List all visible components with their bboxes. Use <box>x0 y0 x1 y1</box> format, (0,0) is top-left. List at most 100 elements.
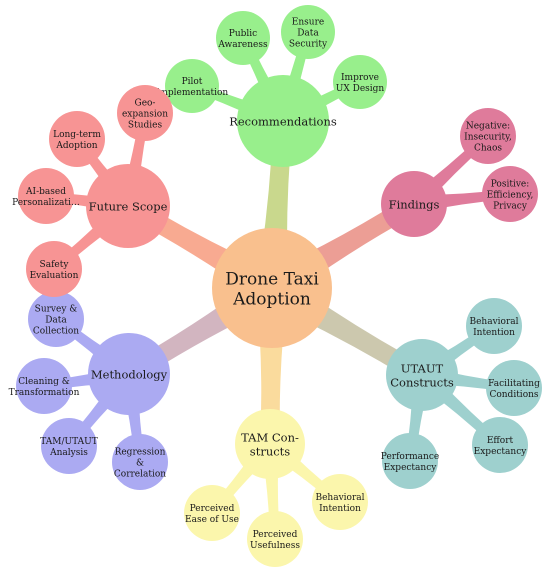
leaf-label-pilot-implementation-line: Implementation <box>156 88 229 98</box>
leaf-node-behavioral-intention-tam <box>312 474 368 530</box>
leaf-label-improve-ux-design-line: UX Design <box>336 84 385 94</box>
leaf-label-effort-expectancy-line: Effort <box>487 436 514 446</box>
leaf-label-effort-expectancy-line: Expectancy <box>474 447 528 457</box>
leaf-node-positive <box>482 166 538 222</box>
leaf-label-facilitating-conditions-line: Facilitating <box>488 379 540 389</box>
leaf-label-ai-based-personalization-line: Personalizati… <box>12 198 80 208</box>
branch-label-methodology-line: Methodology <box>91 368 168 382</box>
leaf-label-tam-utaut-analysis-line: TAM/UTAUT <box>40 437 97 447</box>
leaf-label-regression-correlation-line: Regression <box>115 448 166 458</box>
branch-label-findings-line: Findings <box>389 198 440 212</box>
leaf-label-survey-data-collection-line: Survey & <box>35 305 78 315</box>
leaf-node-geo-expansion-studies <box>117 85 173 141</box>
branch-label-recommendations: Recommendations <box>229 115 337 129</box>
leaf-label-safety-evaluation-line: Safety <box>40 260 70 270</box>
leaf-node-public-awareness <box>216 11 270 65</box>
branch-label-utaut-constructs-line: Constructs <box>390 376 454 390</box>
leaf-label-perceived-usefulness-line: Usefulness <box>250 541 300 551</box>
leaf-label-ensure-data-security-line: Data <box>297 29 319 39</box>
branch-label-utaut-constructs-line: UTAUT <box>401 362 444 376</box>
leaf-label-positive-line: Positive: <box>491 180 530 190</box>
leaf-node-facilitating-conditions <box>486 360 542 416</box>
leaf-label-public-awareness-line: Public <box>229 29 257 39</box>
branch-label-future-scope-line: Future Scope <box>89 200 168 214</box>
leaf-label-positive-line: Efficiency, <box>487 191 534 201</box>
leaf-node-effort-expectancy <box>472 417 528 473</box>
leaf-label-behavioral-intention-tam-line: Intention <box>319 504 361 514</box>
leaf-label-improve-ux-design-line: Improve <box>341 73 379 83</box>
leaf-node-tam-utaut-analysis <box>41 418 97 474</box>
branch-node-findings <box>381 171 447 237</box>
leaf-label-regression-correlation-line: Correlation <box>114 470 166 480</box>
leaf-label-survey-data-collection-line: Collection <box>33 327 79 337</box>
leaf-label-behavioral-intention-tam-line: Behavioral <box>315 493 364 503</box>
leaf-label-behavioral-intention-utaut-line: Intention <box>473 328 515 338</box>
leaf-label-negative-line: Insecurity, <box>464 133 512 143</box>
leaf-label-positive-line: Privacy <box>493 202 528 212</box>
leaf-label-regression-correlation: Regression&Correlation <box>114 448 166 480</box>
leaf-node-ensure-data-security <box>281 5 335 59</box>
leaf-node-pilot-implementation <box>165 59 219 113</box>
branch-label-tam-constructs-line: structs <box>250 445 290 459</box>
leaf-label-pilot-implementation-line: Pilot <box>182 77 203 87</box>
leaf-label-behavioral-intention-utaut-line: Behavioral <box>469 317 518 327</box>
leaf-label-survey-data-collection-line: Data <box>45 316 67 326</box>
leaf-node-perceived-ease-of-use <box>184 485 240 541</box>
leaf-label-long-term-adoption-line: Adoption <box>55 141 97 151</box>
branch-label-findings: Findings <box>389 198 440 212</box>
leaf-label-geo-expansion-studies-line: expansion <box>122 110 168 120</box>
leaf-label-geo-expansion-studies-line: Studies <box>128 121 163 131</box>
leaf-label-performance-expectancy-line: Expectancy <box>384 463 438 473</box>
central-node <box>212 228 332 348</box>
leaf-node-long-term-adoption <box>49 111 105 167</box>
leaf-node-behavioral-intention-utaut <box>466 298 522 354</box>
leaf-node-regression-correlation <box>112 434 168 490</box>
branch-node-recommendations <box>237 75 329 167</box>
leaf-node-improve-ux-design <box>333 55 387 109</box>
leaf-label-negative: Negative:Insecurity,Chaos <box>464 122 512 154</box>
leaf-label-perceived-usefulness-line: Perceived <box>253 530 298 540</box>
central-node-label-line: Adoption <box>232 290 311 310</box>
leaf-label-public-awareness-line: Awareness <box>217 40 268 50</box>
branch-node-tam-constructs <box>235 409 305 479</box>
leaf-label-ai-based-personalization-line: AI-based <box>25 187 66 197</box>
central-node-label-line: Drone Taxi <box>225 270 319 290</box>
leaf-node-negative <box>460 108 516 164</box>
branch-label-methodology: Methodology <box>91 368 168 382</box>
leaf-label-perceived-ease-of-use-line: Ease of Use <box>185 515 239 525</box>
branch-label-tam-constructs-line: TAM Con- <box>241 431 299 445</box>
leaf-node-safety-evaluation <box>26 241 82 297</box>
leaf-label-negative-line: Chaos <box>474 144 502 154</box>
branch-node-utaut-constructs <box>386 339 458 411</box>
leaf-node-survey-data-collection <box>28 291 84 347</box>
leaf-label-negative-line: Negative: <box>466 122 510 132</box>
branch-node-methodology <box>88 333 170 415</box>
leaf-label-positive: Positive:Efficiency,Privacy <box>487 180 534 212</box>
leaf-label-ensure-data-security-line: Security <box>289 40 328 50</box>
leaf-label-cleaning-transformation-line: Transformation <box>9 388 80 398</box>
leaf-label-performance-expectancy-line: Performance <box>381 452 439 462</box>
leaf-label-cleaning-transformation: Cleaning &Transformation <box>9 377 80 398</box>
leaf-node-ai-based-personalization <box>18 168 74 224</box>
branch-label-future-scope: Future Scope <box>89 200 168 214</box>
leaf-label-perceived-ease-of-use-line: Perceived <box>190 504 235 514</box>
branch-node-future-scope <box>86 164 170 248</box>
